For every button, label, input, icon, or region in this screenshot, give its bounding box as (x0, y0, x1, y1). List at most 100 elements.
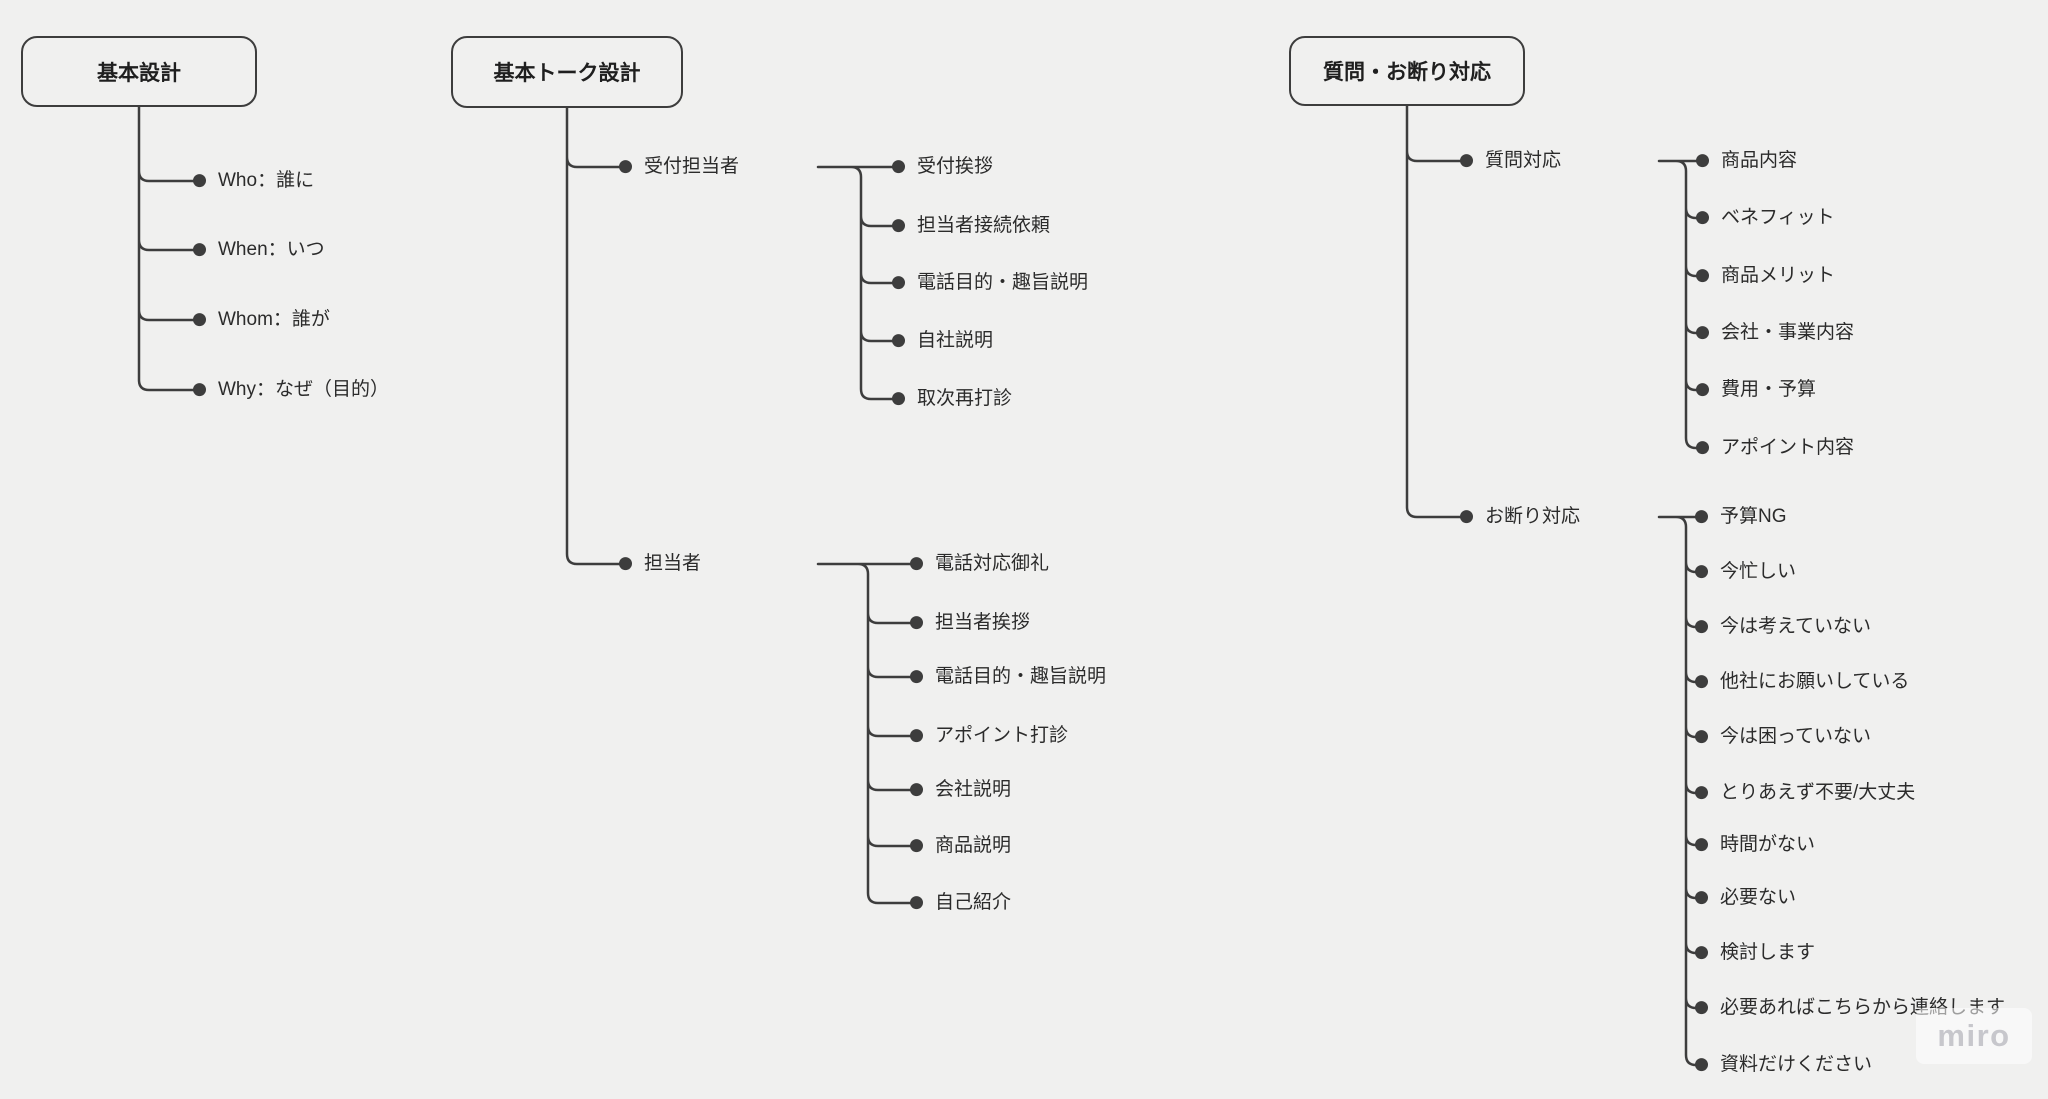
bullet-icon (1696, 326, 1709, 340)
node-person-in-charge[interactable]: 担当者 (619, 552, 701, 576)
node-label: Whom：誰が (218, 309, 330, 331)
node-staff-greeting[interactable]: 担当者挨拶 (910, 611, 1030, 635)
bullet-icon (1695, 1058, 1708, 1072)
node-call-thanks[interactable]: 電話対応御礼 (910, 552, 1049, 576)
node-label: とりあえず不要/大丈夫 (1720, 782, 1916, 804)
bullet-icon (910, 783, 923, 797)
node-label: 質問対応 (1485, 150, 1562, 172)
node-self-introduction[interactable]: 自己紹介 (910, 891, 1011, 915)
bullet-icon (1695, 510, 1708, 524)
node-product-explanation[interactable]: 商品説明 (910, 834, 1011, 858)
node-no-time[interactable]: 時間がない (1695, 833, 1815, 857)
bullet-icon (892, 392, 905, 406)
node-staff-connection-request[interactable]: 担当者接続依頼 (892, 214, 1050, 238)
node-materials-only[interactable]: 資料だけください (1695, 1053, 1872, 1077)
node-rejection-handling[interactable]: お断り対応 (1460, 505, 1580, 529)
node-reception-greeting[interactable]: 受付挨拶 (892, 155, 993, 179)
node-when[interactable]: When：いつ (193, 238, 325, 262)
node-cost-budget[interactable]: 費用・予算 (1696, 378, 1816, 402)
node-label: 自己紹介 (935, 892, 1012, 914)
node-budget-ng[interactable]: 予算NG (1695, 505, 1787, 529)
node-label: 商品内容 (1721, 150, 1798, 172)
node-label: 受付担当者 (644, 156, 740, 178)
node-company-explanation[interactable]: 会社説明 (910, 778, 1011, 802)
node-product-merit[interactable]: 商品メリット (1696, 264, 1835, 288)
bullet-icon (910, 557, 923, 571)
node-appointment-proposal[interactable]: アポイント打診 (910, 724, 1068, 748)
miro-logo: miro (1937, 1018, 2011, 1053)
node-will-consider[interactable]: 検討します (1695, 941, 1815, 965)
bullet-icon (1696, 441, 1709, 455)
node-no-trouble-now[interactable]: 今は困っていない (1695, 725, 1871, 749)
miro-watermark: miro (1916, 1008, 2032, 1064)
node-appointment-content[interactable]: アポイント内容 (1696, 436, 1854, 460)
node-call-purpose-reception[interactable]: 電話目的・趣旨説明 (892, 271, 1088, 295)
bullet-icon (193, 383, 206, 397)
bullet-icon (193, 243, 206, 257)
node-label: 必要ない (1720, 887, 1797, 909)
node-transfer-retry[interactable]: 取次再打診 (892, 387, 1012, 411)
node-product-content[interactable]: 商品内容 (1696, 149, 1797, 173)
bullet-icon (1695, 1001, 1708, 1015)
node-why[interactable]: Why：なぜ（目的） (193, 378, 389, 402)
node-who[interactable]: Who：誰に (193, 169, 314, 193)
node-label: 担当者挨拶 (935, 612, 1031, 634)
node-label: 自社説明 (917, 330, 994, 352)
bullet-icon (1696, 269, 1709, 283)
node-call-purpose-staff[interactable]: 電話目的・趣旨説明 (910, 665, 1106, 689)
node-label: Why：なぜ（目的） (218, 379, 390, 401)
node-busy-now[interactable]: 今忙しい (1695, 560, 1796, 584)
node-label: 担当者接続依頼 (917, 215, 1051, 237)
node-label: 取次再打診 (917, 388, 1013, 410)
node-label: 会社・事業内容 (1721, 322, 1855, 344)
node-label: アポイント打診 (935, 725, 1069, 747)
node-not-considering-now[interactable]: 今は考えていない (1695, 615, 1871, 639)
bullet-icon (1695, 786, 1708, 800)
node-label: 商品説明 (935, 835, 1012, 857)
node-whom[interactable]: Whom：誰が (193, 308, 330, 332)
node-not-necessary[interactable]: 必要ない (1695, 886, 1796, 910)
bullet-icon (892, 334, 905, 348)
node-label: When：いつ (218, 239, 325, 261)
bullet-icon (1696, 154, 1709, 168)
node-benefit[interactable]: ベネフィット (1696, 206, 1835, 230)
bullet-icon (1695, 891, 1708, 905)
node-company-business-content[interactable]: 会社・事業内容 (1696, 321, 1854, 345)
node-label: 費用・予算 (1721, 379, 1817, 401)
node-label: 担当者 (644, 553, 702, 575)
node-label: 受付挨拶 (917, 156, 994, 178)
bullet-icon (1696, 211, 1709, 225)
node-label: アポイント内容 (1721, 437, 1855, 459)
node-reception-staff[interactable]: 受付担当者 (619, 155, 739, 179)
root-node-label: 基本トーク設計 (493, 62, 641, 85)
node-label: 電話目的・趣旨説明 (917, 272, 1089, 294)
bullet-icon (910, 616, 923, 630)
bullet-icon (910, 896, 923, 910)
node-label: 電話対応御礼 (935, 553, 1050, 575)
bullet-icon (619, 557, 632, 571)
node-not-needed-for-now[interactable]: とりあえず不要/大丈夫 (1695, 781, 1915, 805)
node-label: 商品メリット (1721, 265, 1836, 287)
root-node-basic-design[interactable]: 基本設計 (21, 36, 257, 107)
node-label: お断り対応 (1485, 506, 1581, 528)
bullet-icon (1695, 946, 1708, 960)
bullet-icon (910, 839, 923, 853)
node-label: 今忙しい (1720, 561, 1797, 583)
bullet-icon (1695, 730, 1708, 744)
node-label: 電話目的・趣旨説明 (935, 666, 1107, 688)
root-node-basic-talk-design[interactable]: 基本トーク設計 (451, 36, 683, 108)
root-node-question-rejection-handling[interactable]: 質問・お断り対応 (1289, 36, 1525, 106)
node-using-other-company[interactable]: 他社にお願いしている (1695, 670, 1909, 694)
bullet-icon (892, 160, 905, 174)
node-label: 資料だけください (1720, 1054, 1873, 1076)
node-label: ベネフィット (1721, 207, 1835, 229)
node-question-handling[interactable]: 質問対応 (1460, 149, 1561, 173)
bullet-icon (1695, 620, 1708, 634)
node-label: 検討します (1720, 942, 1816, 964)
root-node-label: 質問・お断り対応 (1323, 61, 1491, 84)
node-own-company-explanation[interactable]: 自社説明 (892, 329, 993, 353)
node-label: 他社にお願いしている (1720, 671, 1910, 693)
bullet-icon (1695, 565, 1708, 579)
bullet-icon (892, 219, 905, 233)
